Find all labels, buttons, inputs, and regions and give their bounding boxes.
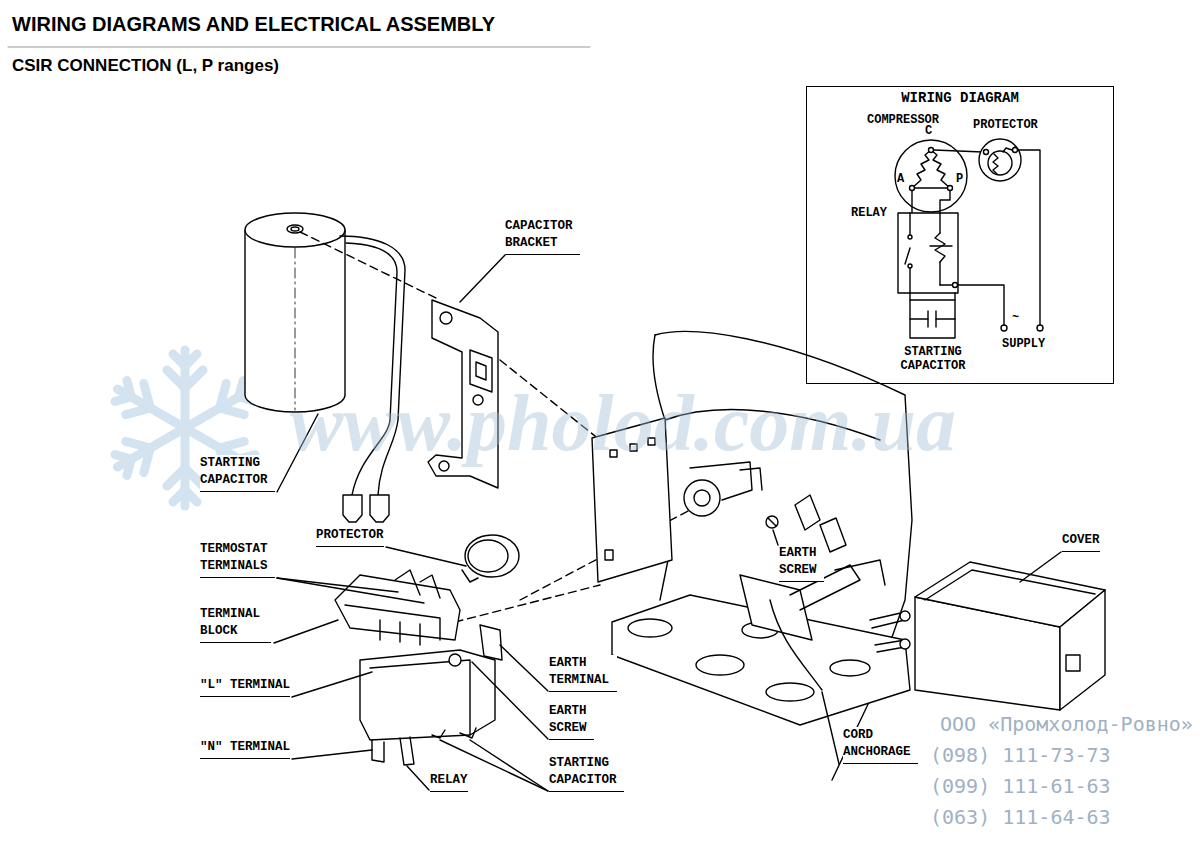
- part-label: "L" TERMINAL: [200, 677, 290, 697]
- part-label: STARTING CAPACITOR: [200, 455, 275, 492]
- pin-name: A: [897, 172, 904, 186]
- part-label: COVER: [1062, 532, 1100, 552]
- part-label: TERMINAL BLOCK: [200, 606, 271, 643]
- part-label: STARTING CAPACITOR: [549, 755, 624, 792]
- ac-symbol: ~: [1012, 311, 1019, 325]
- part-label: EARTH TERMINAL: [549, 655, 617, 692]
- part-label: PROTECTOR: [316, 527, 384, 547]
- pin-name: P: [956, 172, 963, 186]
- component-label: PROTECTOR: [973, 118, 1038, 132]
- pin-name: C: [925, 124, 932, 138]
- phone-number: (099) 111-61-63: [930, 774, 1111, 798]
- subtitle: CSIR CONNECTION (L, P ranges): [12, 56, 279, 76]
- phone-number: (098) 111-73-73: [930, 743, 1111, 767]
- part-label: EARTH SCREW: [779, 545, 824, 582]
- component-label: STARTING CAPACITOR: [897, 345, 969, 373]
- phone-number: (063) 111-64-63: [930, 805, 1111, 829]
- part-label: EARTH SCREW: [549, 703, 594, 740]
- component-label: SUPPLY: [1002, 337, 1045, 351]
- page-title: WIRING DIAGRAMS AND ELECTRICAL ASSEMBLY: [12, 13, 495, 36]
- company-name: ООО «Промхолод-Ровно»: [940, 712, 1193, 736]
- part-label: CORD ANCHORAGE: [843, 727, 918, 764]
- part-label: TERMOSTAT TERMINALS: [200, 541, 275, 578]
- wiring-diagram-frame: WIRING DIAGRAM: [806, 86, 1114, 384]
- part-label: RELAY: [430, 772, 468, 792]
- part-label: "N" TERMINAL: [200, 739, 290, 759]
- diagram-heading: WIRING DIAGRAM: [807, 90, 1113, 106]
- watermark: www.pholod.com.ua: [290, 378, 956, 469]
- part-label: CAPACITOR BRACKET: [505, 218, 580, 255]
- component-label: RELAY: [851, 206, 887, 220]
